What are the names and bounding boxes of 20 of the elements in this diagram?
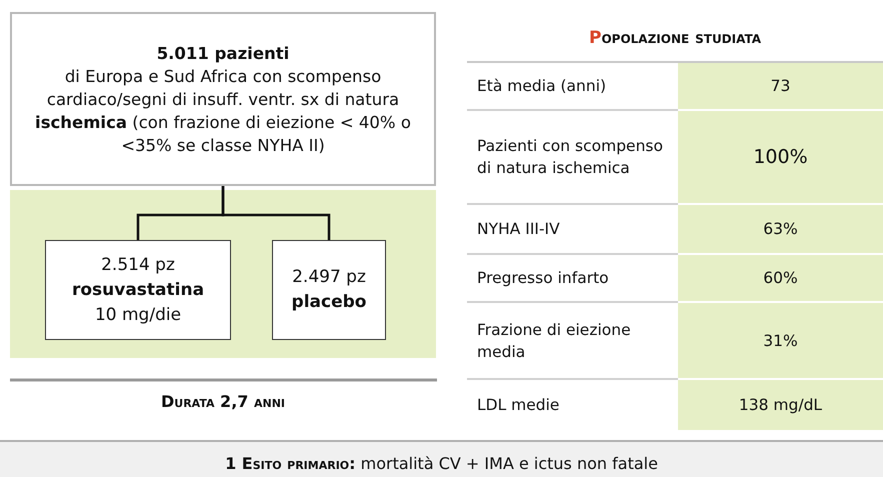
table-cell: 63% <box>678 205 883 255</box>
table-cell: 138 mg/dL <box>678 380 883 430</box>
node-text: 5.011 pazienti <box>156 42 290 64</box>
arm-box <box>45 240 231 340</box>
node-text: 2.514 pz <box>101 254 175 276</box>
node-text: 10 mg/die <box>94 304 182 326</box>
table-cell: 60% <box>678 255 883 303</box>
connector-line <box>222 186 330 240</box>
node-text: rosuvastatina <box>72 278 204 302</box>
table-cell-text: LDL medie <box>476 395 560 416</box>
table-cell: 100% <box>678 111 883 205</box>
table-cell: 73 <box>678 63 883 111</box>
node-text: placebo <box>292 291 366 314</box>
arm-box <box>272 240 386 340</box>
duration-label: Durata 2,7 anni <box>160 392 286 411</box>
table-cell: 31% <box>678 303 883 380</box>
node-text: 2.497 pz <box>292 266 366 289</box>
patients-box <box>10 12 436 186</box>
node-text: di Europa e Sud Africa con scompenso cardiaco/segni di insuff. ventr. sx di natura ischemica (con frazione di eiezione < 40% o <35% se classe NYHA II) <box>34 66 412 156</box>
footer-note: 1 Esito primario: mortalità CV + IMA e ictus non fatale <box>0 440 883 477</box>
